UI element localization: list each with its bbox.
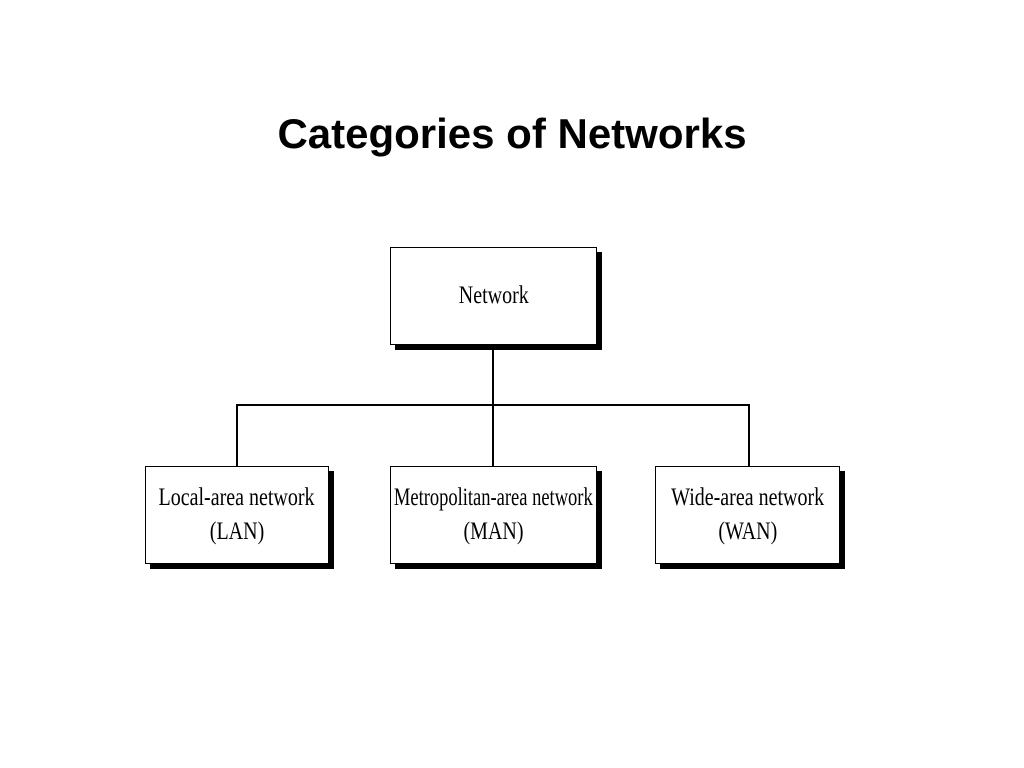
man-name: Metropolitan-area network — [394, 484, 593, 511]
connector-wan-drop — [748, 404, 750, 466]
lan-name: Local-area network — [158, 484, 316, 511]
man-node: Metropolitan-area network (MAN) — [390, 466, 597, 564]
lan-abbr: (LAN) — [209, 518, 265, 545]
connector-root-stem — [492, 346, 494, 406]
wan-node: Wide-area network (WAN) — [655, 466, 840, 564]
connector-lan-drop — [236, 404, 238, 466]
slide-title: Categories of Networks — [277, 110, 747, 157]
connector-man-drop — [492, 404, 494, 466]
network-root-node: Network — [390, 247, 597, 345]
network-root-label: Network — [458, 282, 529, 309]
wan-abbr: (WAN) — [718, 518, 777, 545]
man-abbr: (MAN) — [463, 518, 524, 545]
lan-node: Local-area network (LAN) — [145, 466, 329, 564]
wan-name: Wide-area network — [671, 484, 824, 511]
